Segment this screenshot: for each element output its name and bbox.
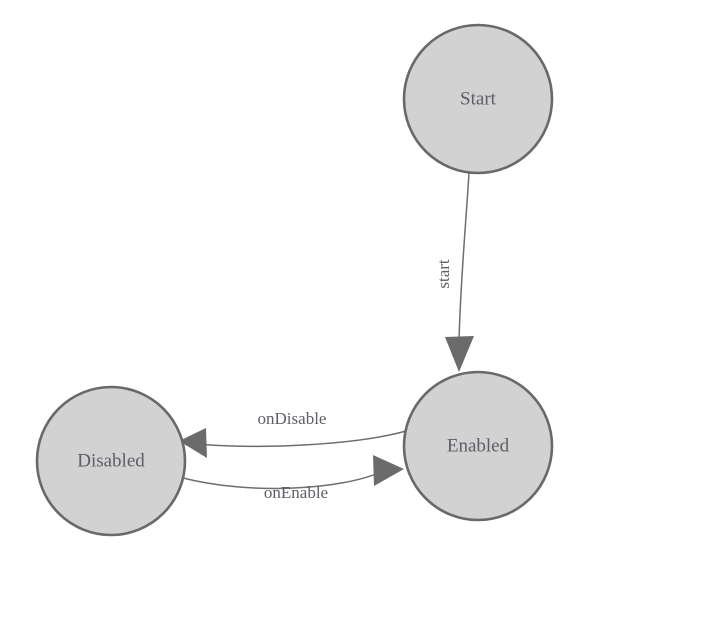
arrowhead-icon bbox=[179, 428, 207, 458]
edge-label-ondisable: onDisable bbox=[258, 409, 327, 428]
node-enabled[interactable]: Enabled bbox=[402, 370, 554, 522]
arrowhead-icon bbox=[445, 336, 474, 372]
edge-label-start: start bbox=[434, 259, 453, 289]
node-start-shape[interactable] bbox=[402, 23, 554, 175]
edge-start-to-enabled-line bbox=[458, 172, 470, 344]
edge-enabled-to-disabled[interactable] bbox=[179, 428, 407, 458]
edge-start-to-enabled-hitarea[interactable] bbox=[459, 173, 469, 343]
edge-enabled-to-disabled-hitarea[interactable] bbox=[197, 431, 406, 446]
edge-disabled-to-enabled-line bbox=[182, 471, 382, 490]
edge-disabled-to-enabled-hitarea[interactable] bbox=[183, 472, 381, 488]
node-start[interactable]: Start bbox=[402, 23, 554, 175]
edge-enabled-to-disabled-line bbox=[196, 430, 407, 448]
node-disabled[interactable]: Disabled bbox=[35, 385, 187, 537]
node-enabled-shape[interactable] bbox=[402, 370, 554, 522]
node-disabled-shape[interactable] bbox=[35, 385, 187, 537]
edge-disabled-to-enabled[interactable] bbox=[182, 455, 404, 490]
arrowhead-icon bbox=[373, 455, 404, 486]
edge-start-to-enabled[interactable] bbox=[445, 172, 474, 372]
